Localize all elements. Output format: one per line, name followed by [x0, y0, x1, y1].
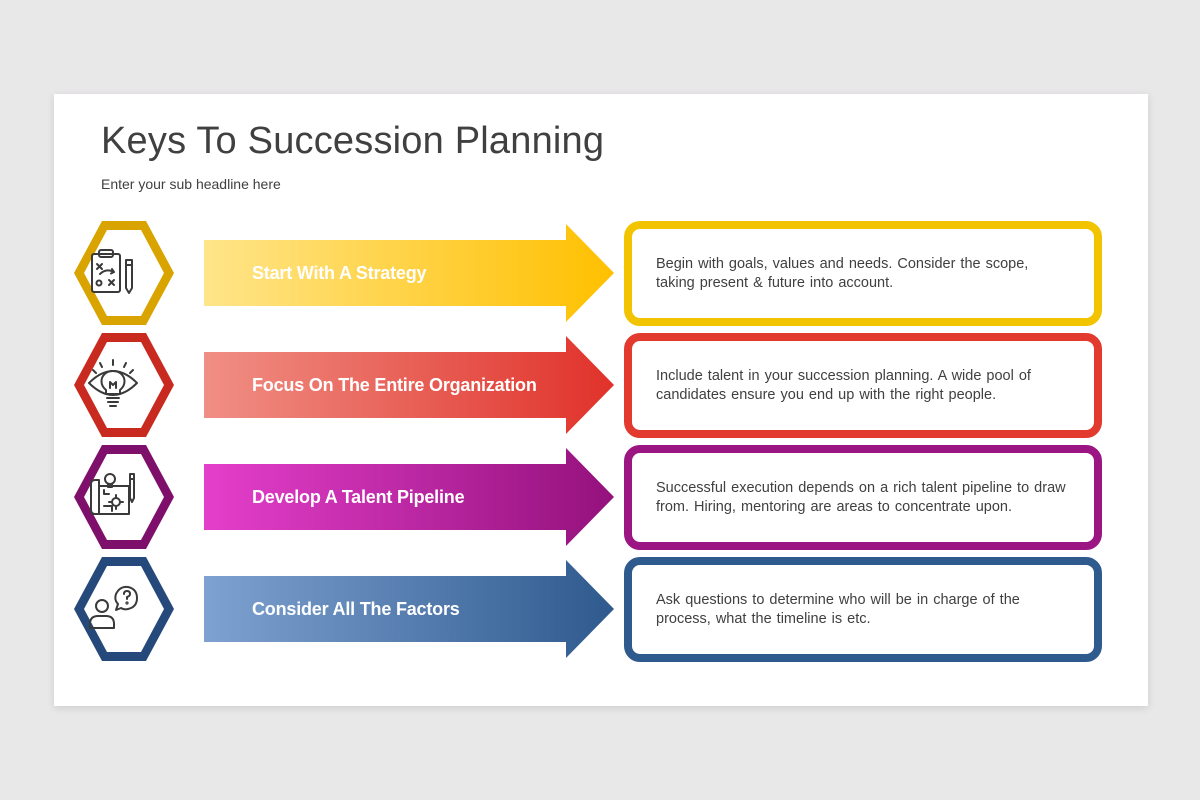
- step-label-2: Focus On The Entire Organization: [252, 375, 537, 395]
- step-label-1: Start With A Strategy: [252, 263, 427, 283]
- strategy-clipboard-icon: [91, 249, 133, 294]
- step-row-1: Start With A Strategy Begin with goals, …: [54, 220, 1148, 326]
- step-row-4: Consider All The Factors Ask questions t…: [54, 556, 1148, 662]
- lightbulb-eye-icon: [88, 359, 138, 407]
- description-box-1: Begin with goals, values and needs. Cons…: [624, 221, 1102, 326]
- description-box-3: Successful execution depends on a rich t…: [624, 445, 1102, 550]
- description-text-1: Begin with goals, values and needs. Cons…: [656, 256, 1029, 291]
- slide-title: Keys To Succession Planning: [101, 120, 605, 162]
- step-label-4: Consider All The Factors: [252, 599, 460, 619]
- description-text-4: Ask questions to determine who will be i…: [656, 592, 1020, 627]
- description-box-2: Include talent in your succession planni…: [624, 333, 1102, 438]
- hexagon-arrow-3: [74, 445, 614, 549]
- step-row-3: Develop A Talent Pipeline Successful exe…: [54, 444, 1148, 550]
- person-question-icon: [89, 585, 138, 629]
- slide-subtitle: Enter your sub headline here: [101, 176, 281, 192]
- description-box-4: Ask questions to determine who will be i…: [624, 557, 1102, 662]
- blueprint-icon: [90, 473, 135, 515]
- description-text-2: Include talent in your succession planni…: [656, 368, 1031, 403]
- description-text-3: Successful execution depends on a rich t…: [656, 480, 1066, 515]
- slide: Keys To Succession Planning Enter your s…: [54, 94, 1148, 706]
- step-label-3: Develop A Talent Pipeline: [252, 487, 465, 507]
- hexagon-arrow-1: [74, 221, 614, 325]
- step-row-2: Focus On The Entire Organization Include…: [54, 332, 1148, 438]
